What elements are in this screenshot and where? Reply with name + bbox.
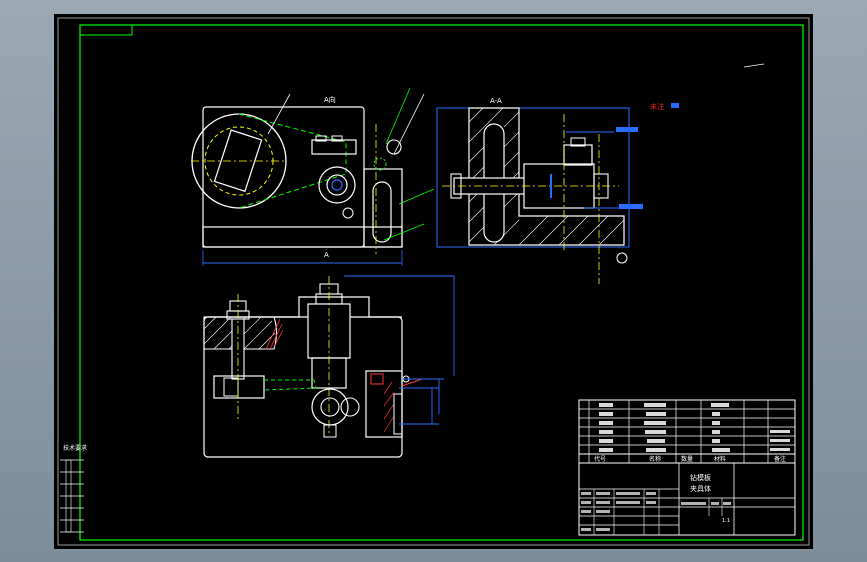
header-name: 名称 bbox=[649, 455, 661, 463]
drawing-sheet: A向 A bbox=[57, 17, 810, 546]
header-qty: 数量 bbox=[681, 455, 693, 463]
view-a-label-bottom: A bbox=[324, 251, 329, 259]
drawing-frame bbox=[79, 24, 804, 541]
sheet-outer-border bbox=[57, 17, 810, 546]
tech-req-heading: 技术要求 bbox=[63, 444, 87, 452]
drawing-name-1: 钻模板 bbox=[690, 473, 711, 482]
header-code: 代号 bbox=[594, 455, 606, 463]
red-note: 未注 bbox=[650, 102, 664, 111]
drawing-canvas[interactable]: A向 A bbox=[54, 14, 813, 549]
code-box bbox=[79, 24, 133, 36]
tech-requirements: 技术要求 bbox=[60, 444, 87, 533]
scale-value: 1:1 bbox=[722, 518, 730, 524]
section-aa-label: A-A bbox=[490, 97, 502, 105]
note-mark bbox=[671, 103, 679, 108]
view-top bbox=[203, 275, 455, 458]
roughness-mark bbox=[743, 63, 765, 68]
section-aa bbox=[436, 107, 643, 284]
title-block: 代号 名称 数量 材料 备注 钻模板 bbox=[578, 399, 796, 536]
view-a-front bbox=[191, 87, 435, 266]
drawing-name-2: 夹具体 bbox=[690, 484, 711, 493]
view-a-label-top: A向 bbox=[324, 95, 336, 104]
header-material: 材料 bbox=[714, 455, 726, 463]
header-note: 备注 bbox=[774, 455, 786, 463]
